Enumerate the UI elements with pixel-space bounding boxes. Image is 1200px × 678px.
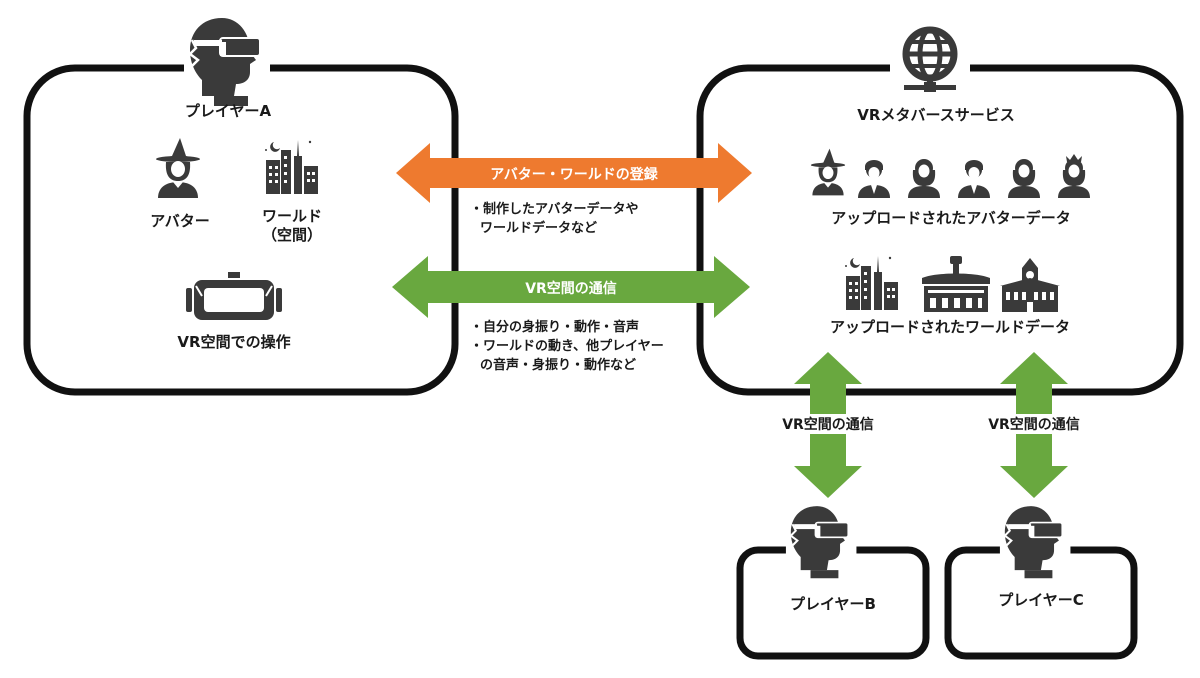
operation-label: VR空間での操作 [177,333,291,351]
comm-arrow-label: VR空間の通信 [525,281,617,297]
world-label-sub: （空間） [261,226,323,244]
service-name: VRメタバースサービス [857,106,1015,124]
register-notes: ・制作したアバターデータや ワールドデータなど [470,200,638,238]
register-note-1: ・制作したアバターデータや [470,202,639,217]
vertical-link-b-label: VR空間の通信 [780,414,876,434]
player-b-name: プレイヤーB [790,595,876,613]
player-c-headset-icon [999,501,1071,580]
uploaded-worlds-label: アップロードされたワールドデータ [829,318,1071,336]
world-label: ワールド [261,207,323,225]
globe-icon [890,26,970,92]
register-note-2: ワールドデータなど [480,221,598,236]
player-b-headset-icon [785,501,857,580]
uploaded-avatars-label: アップロードされたアバターデータ [831,209,1071,227]
player-a-headset-icon [184,12,270,108]
comm-arrow [392,256,750,318]
avatar-label: アバター [150,212,210,230]
player-a-name: プレイヤーA [184,102,272,120]
player-c-name: プレイヤーC [998,591,1084,609]
vertical-link-c-label: VR空間の通信 [986,414,1082,434]
vr-badge: VR [220,289,248,309]
comm-notes: ・自分の身振り・動作・音声 ・ワールドの動き、他プレイヤー の音声・身振り・動作… [470,318,664,375]
register-arrow-label: アバター・ワールドの登録 [490,167,658,183]
uploaded-avatars-icons [810,148,1090,198]
register-arrow [396,143,752,203]
vr-goggles-icon [186,272,282,320]
comm-note-1: ・自分の身振り・動作・音声 [470,320,640,335]
comm-note-3: の音声・身振り・動作など [480,358,637,373]
comm-note-2: ・ワールドの動き、他プレイヤー [470,339,664,354]
